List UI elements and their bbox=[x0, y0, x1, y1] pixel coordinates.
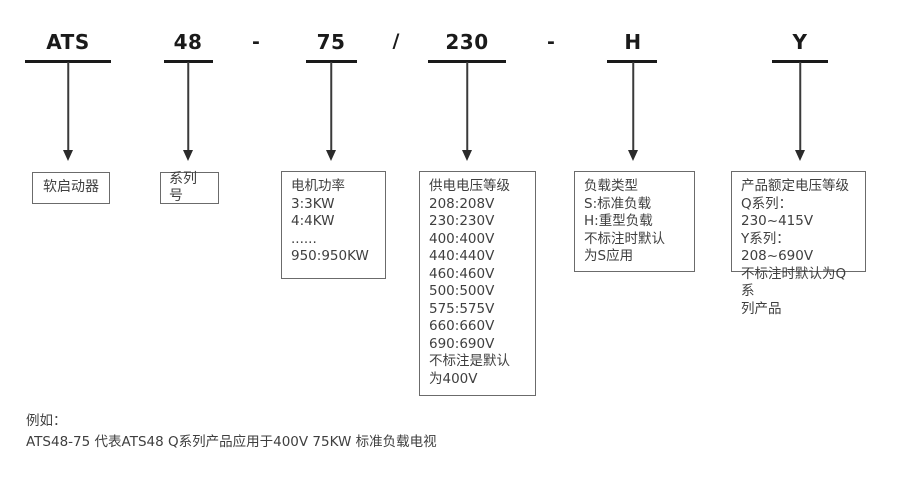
arrowhead-load-type bbox=[628, 150, 638, 161]
desc-box-soft-starter: 软启动器 bbox=[32, 172, 110, 204]
separator-hyphen-1: - bbox=[252, 31, 260, 53]
code-label-voltage: 230 bbox=[445, 30, 489, 54]
arrowhead-ats bbox=[63, 150, 73, 161]
desc-box-rated-voltage: 产品额定电压等级 Q系列：230~415V Y系列：208~690V 不标注时默… bbox=[731, 171, 866, 317]
desc-box-series-number: 系列号 bbox=[160, 171, 219, 204]
code-label-power: 75 bbox=[316, 30, 346, 54]
arrowhead-rated-voltage bbox=[795, 150, 805, 161]
leader-line-voltage bbox=[466, 62, 468, 152]
separator-slash: / bbox=[392, 30, 400, 52]
arrowhead-power bbox=[326, 150, 336, 161]
underline-bar-voltage bbox=[428, 60, 506, 63]
leader-line-power bbox=[330, 62, 332, 152]
separator-hyphen-2: - bbox=[547, 31, 555, 53]
arrowhead-voltage bbox=[462, 150, 472, 161]
underline-bar-rated-voltage bbox=[772, 60, 828, 63]
desc-box-supply-voltage: 供电电压等级 208:208V 230:230V 400:400V 440:44… bbox=[419, 171, 536, 396]
desc-box-load-type: 负载类型 S:标准负载 H:重型负载 不标注时默认 为S应用 bbox=[574, 171, 695, 272]
leader-line-load-type bbox=[632, 62, 634, 152]
example-note: 例如： ATS48-75 代表ATS48 Q系列产品应用于400V 75KW 标… bbox=[26, 413, 437, 450]
code-label-series: 48 bbox=[173, 30, 203, 54]
leader-line-rated-voltage bbox=[799, 62, 801, 152]
underline-bar-power bbox=[306, 60, 357, 63]
underline-bar-load-type bbox=[607, 60, 657, 63]
code-label-rated-voltage: Y bbox=[792, 30, 808, 54]
underline-bar-ats bbox=[25, 60, 111, 63]
underline-bar-series bbox=[164, 60, 213, 63]
leader-line-ats bbox=[67, 62, 69, 152]
code-label-ats: ATS bbox=[46, 30, 90, 54]
code-label-load-type: H bbox=[624, 30, 642, 54]
arrowhead-series bbox=[183, 150, 193, 161]
desc-box-motor-power: 电机功率 3:3KW 4:4KW ...... 950:950KW bbox=[281, 171, 386, 279]
leader-line-series bbox=[187, 62, 189, 152]
